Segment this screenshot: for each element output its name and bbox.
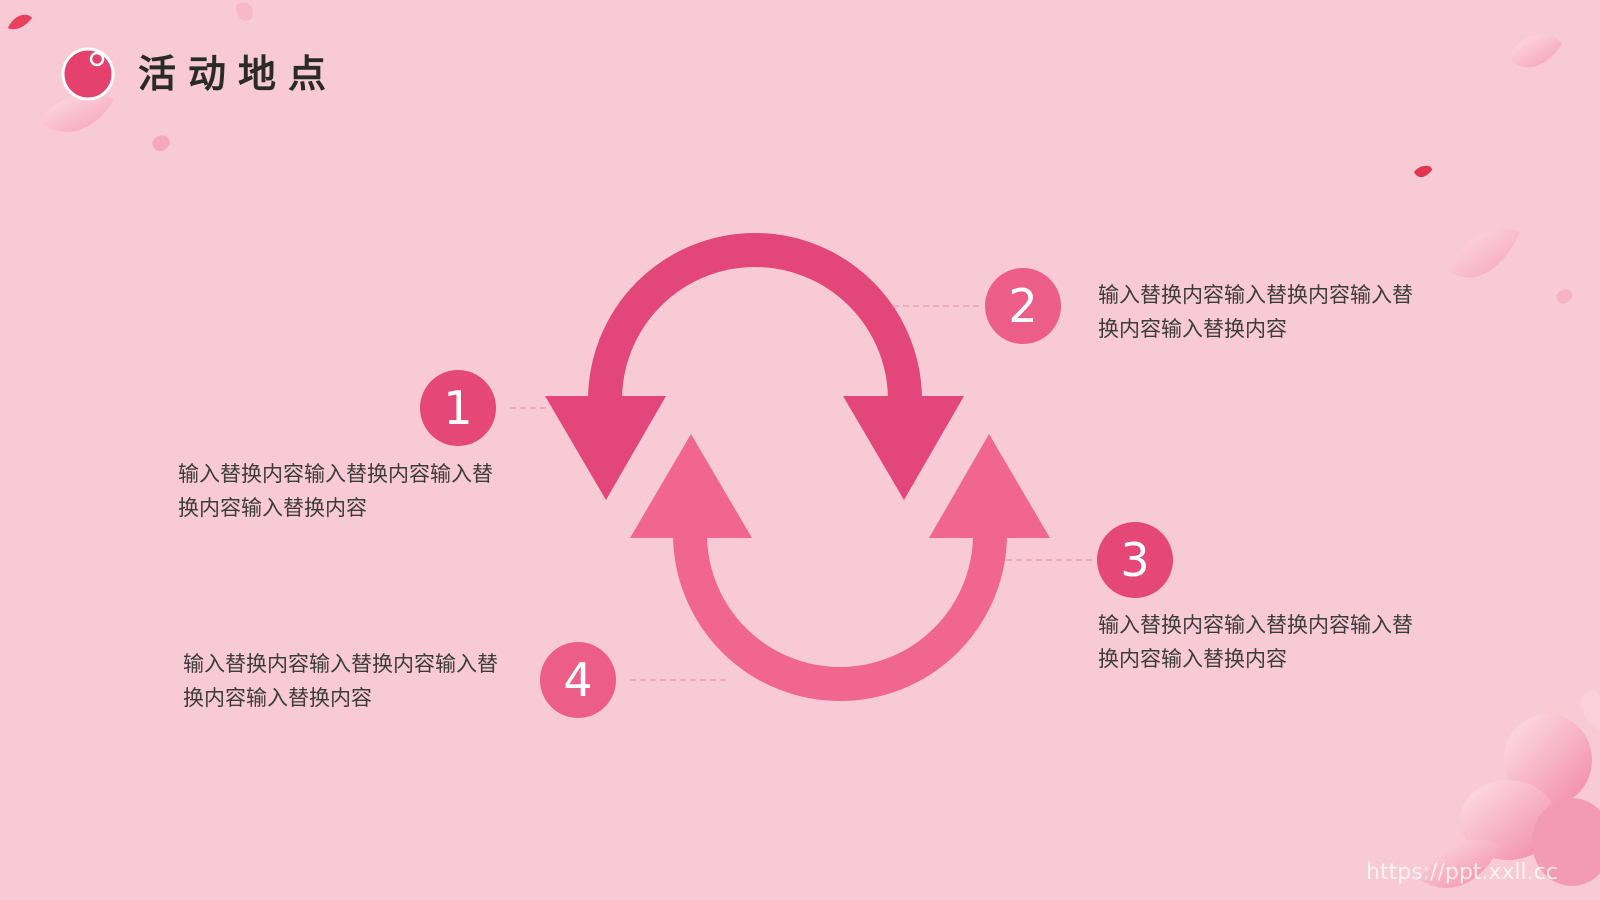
arrowhead-left-down [545,396,666,500]
bottom-arc-arrow [630,434,1050,701]
step-badge-2: 2 [985,268,1061,344]
arrowhead-right-down [843,396,964,500]
top-arc-arrow [545,233,964,500]
connector-lines [510,305,1092,681]
arrowhead-right-up [929,434,1050,538]
petal-top-right [1414,34,1573,304]
arrowhead-left-up [630,434,752,538]
step-text-3: 输入替换内容输入替换内容输入替换内容输入替换内容 [1098,613,1413,671]
step-text-4: 输入替换内容输入替换内容输入替换内容输入替换内容 [183,652,498,710]
step-text-1: 输入替换内容输入替换内容输入替换内容输入替换内容 [178,462,493,520]
step-badge-4: 4 [540,642,616,718]
petal-top-left [8,2,253,152]
watermark: https://ppt.xxll.cc [1366,860,1558,885]
circle-dot-icon [61,47,115,101]
step-badge-3: 3 [1097,522,1173,598]
page-title: 活动地点 [138,52,339,96]
step-text-2: 输入替换内容输入替换内容输入替换内容输入替换内容 [1098,283,1413,341]
rose-bouquet-bottom-right [1420,690,1600,888]
step-badge-1: 1 [420,370,496,446]
